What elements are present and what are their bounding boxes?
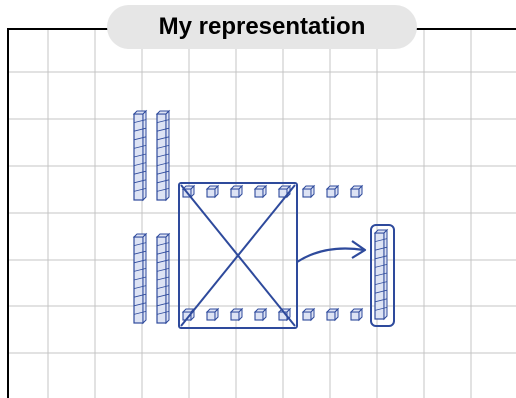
rod-side-face [166,234,169,323]
regrouped-ten-rod [375,230,387,319]
cube-front-face [327,312,335,320]
cube-front-face [327,189,335,197]
unit-cube-top-row [207,186,218,197]
ten-rod-top [134,111,146,200]
cube-front-face [303,312,311,320]
unit-cube-bottom-row [327,309,338,320]
cube-front-face [303,189,311,197]
cube-front-face [207,312,215,320]
base-ten-model [134,111,394,328]
rod-side-face [166,111,169,200]
rod-side-face [143,234,146,323]
unit-cube-bottom-row [351,309,362,320]
rod-side-face [143,111,146,200]
unit-cube-bottom-row [231,309,242,320]
panel-title: My representation [107,5,417,49]
unit-cube-top-row [279,186,290,197]
cube-front-face [255,312,263,320]
grid-paper [8,29,516,398]
rod-side-face [384,230,387,319]
cube-front-face [231,312,239,320]
unit-cube-top-row [231,186,242,197]
unit-cube-top-row [255,186,266,197]
unit-cube-bottom-row [303,309,314,320]
cube-front-face [255,189,263,197]
ten-rod-top [157,111,169,200]
unit-cube-top-row [327,186,338,197]
unit-cube-top-row [303,186,314,197]
cube-front-face [351,312,359,320]
unit-cube-bottom-row [255,309,266,320]
unit-cube-bottom-row [207,309,218,320]
ten-rod-bottom [134,234,146,323]
cube-front-face [207,189,215,197]
cube-front-face [231,189,239,197]
unit-cube-top-row [351,186,362,197]
ten-rod-bottom [157,234,169,323]
cube-front-face [351,189,359,197]
